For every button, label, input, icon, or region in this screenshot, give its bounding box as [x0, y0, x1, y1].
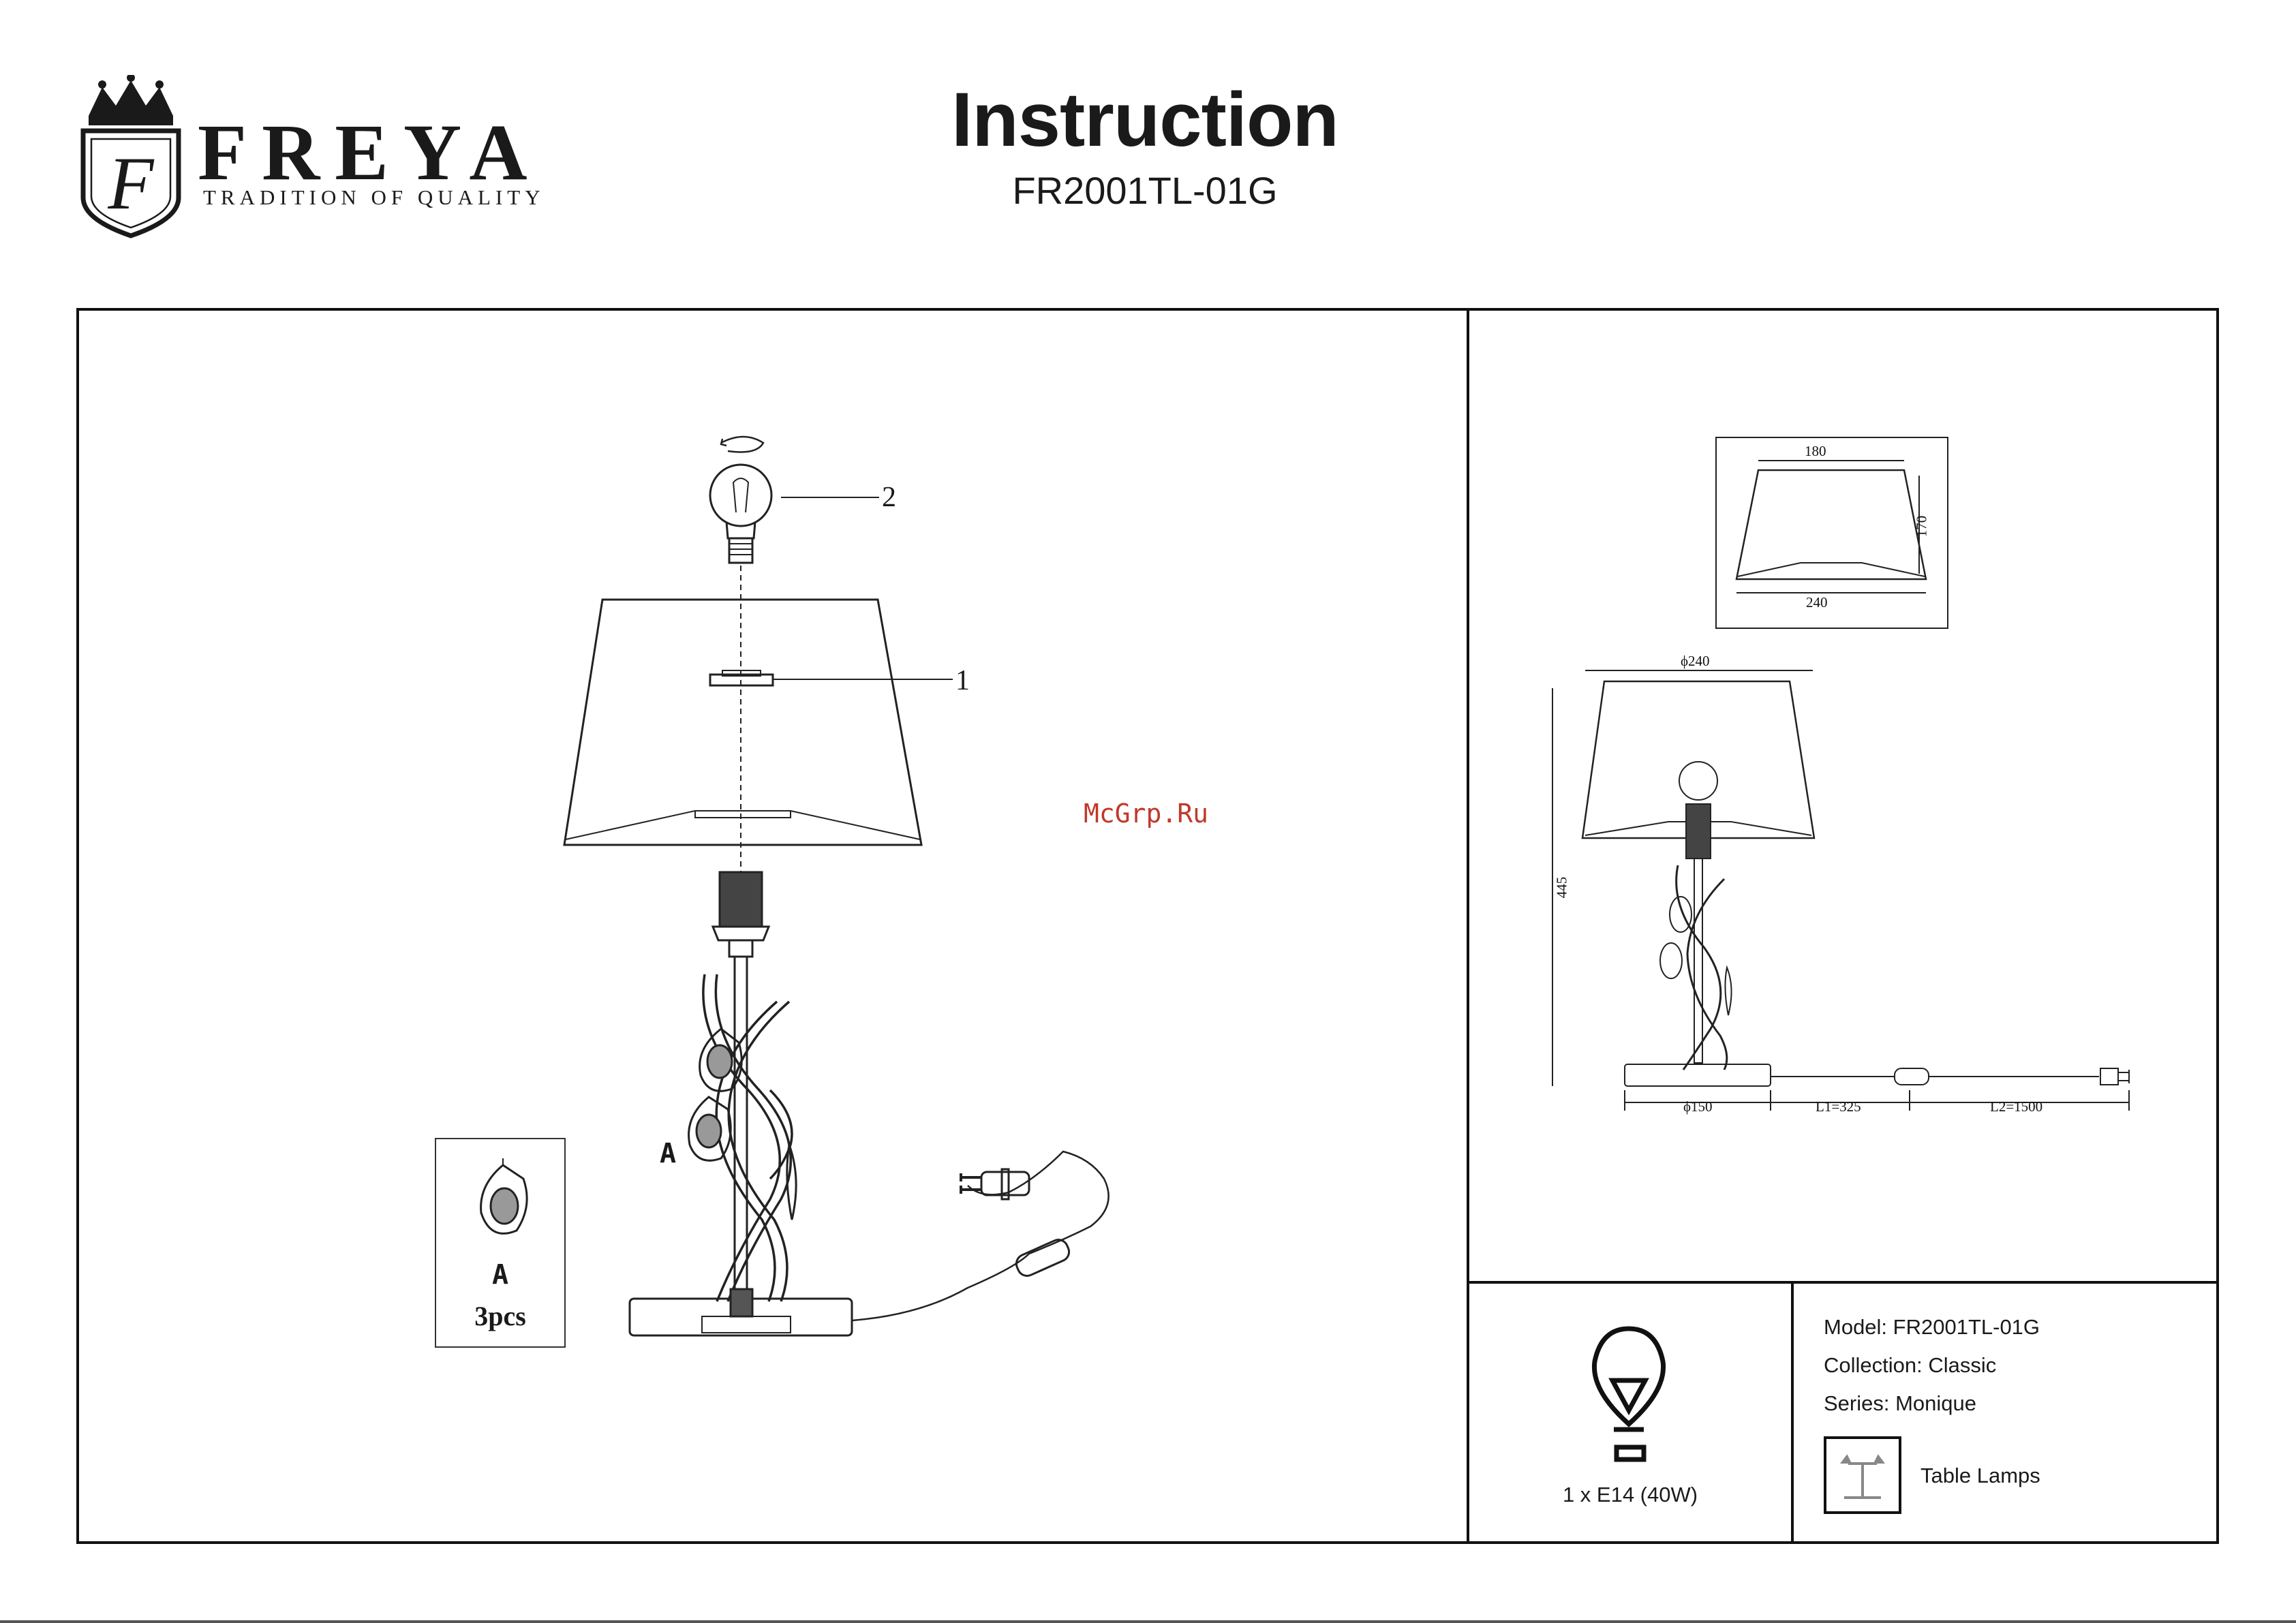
spec-series: Series: Monique	[1824, 1391, 1976, 1416]
bulb-spec: 1 x E14 (40W)	[1469, 1483, 1791, 1507]
spec-collection: Collection: Classic	[1824, 1353, 1996, 1378]
dim-base-diameter: ϕ150	[1683, 1098, 1713, 1115]
dim-lamp-height: 445	[1553, 877, 1570, 899]
dim-shade-bottom: 240	[1806, 594, 1828, 611]
dim-shade-top: 180	[1805, 443, 1826, 460]
dim-cord-l1: L1=325	[1816, 1098, 1861, 1115]
dim-lamp-diameter: ϕ240	[1681, 653, 1710, 670]
dim-cord-l2: L2=1500	[1990, 1098, 2042, 1115]
spec-model: Model: FR2001TL-01G	[1824, 1315, 2040, 1340]
bulb-icon	[1594, 1329, 1663, 1459]
spec-type: Table Lamps	[1920, 1464, 2040, 1488]
type-icon-box	[1824, 1436, 1901, 1514]
dim-shade-height: 170	[1913, 516, 1930, 538]
